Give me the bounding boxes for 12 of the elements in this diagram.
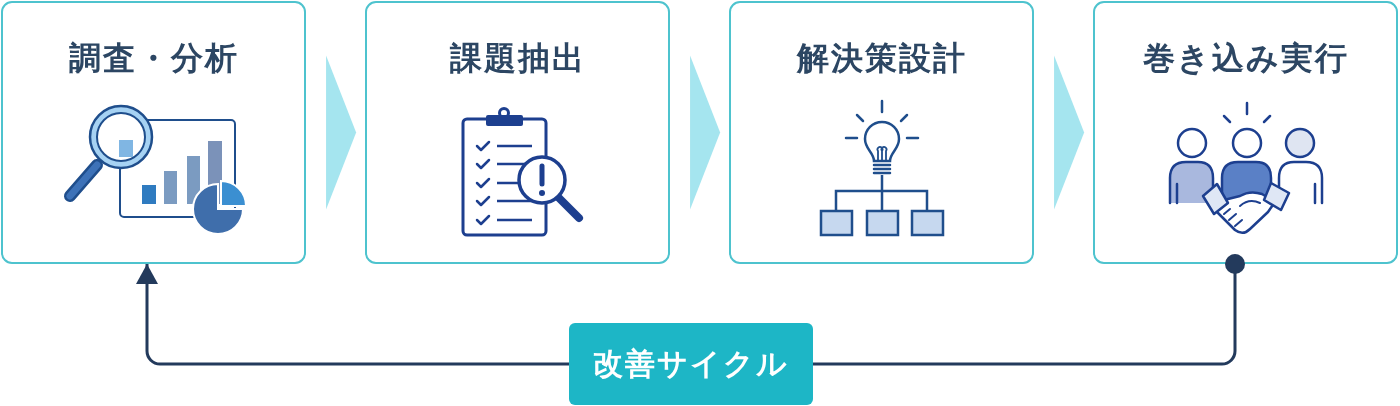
chevron-arrow (326, 55, 357, 210)
step-title: 巻き込み実行 (1142, 39, 1349, 78)
step-title: 課題抽出 (449, 39, 586, 78)
process-box (1093, 1, 1398, 264)
chevron-arrow (1054, 55, 1085, 210)
chevron-arrow (690, 55, 721, 210)
process-box (1, 1, 306, 264)
step-title: 解決策設計 (796, 39, 967, 78)
process-box (729, 1, 1034, 264)
edge-label: 改善サイクル (569, 323, 813, 405)
process-box (365, 1, 670, 264)
step-title: 調査・分析 (68, 39, 239, 78)
